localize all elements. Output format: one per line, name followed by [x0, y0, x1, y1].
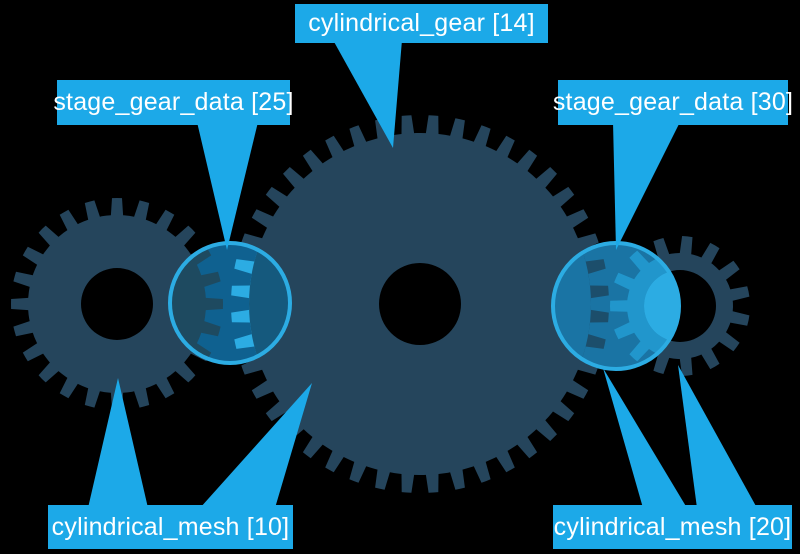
cylindrical-mesh-20-label-pointer-1 — [603, 368, 687, 508]
left-mesh-circle[interactable] — [168, 241, 292, 365]
center-gear[interactable] — [231, 115, 609, 493]
cylindrical-mesh-20-label[interactable]: cylindrical_mesh [20] — [553, 505, 792, 549]
right-mesh-right-gear-highlight — [610, 243, 679, 369]
callout-pointers-group — [88, 40, 757, 508]
left-mesh-fill — [170, 243, 290, 363]
cylindrical-mesh-20-label-pointer-2 — [678, 365, 757, 508]
right-mesh-fill — [553, 243, 679, 369]
cylindrical-gear-label[interactable]: cylindrical_gear [14] — [295, 4, 548, 43]
stage-gear-data-25-label-pointer-1 — [197, 122, 258, 250]
stage-gear-data-30-label-pointer-1 — [613, 122, 680, 250]
gears-group — [11, 115, 750, 493]
right-mesh-bore-highlight — [644, 270, 679, 342]
cylindrical-mesh-10-label-pointer-2 — [200, 383, 312, 508]
cylindrical-gear-label-pointer-1 — [333, 40, 402, 148]
cylindrical-mesh-10-label-pointer-1 — [88, 378, 148, 508]
stage-gear-data-25-label[interactable]: stage_gear_data [25] — [53, 80, 293, 125]
stage-gear-data-30-label[interactable]: stage_gear_data [30] — [553, 80, 793, 125]
cylindrical-mesh-10-label[interactable]: cylindrical_mesh [10] — [48, 505, 293, 549]
left-gear[interactable] — [11, 198, 223, 410]
